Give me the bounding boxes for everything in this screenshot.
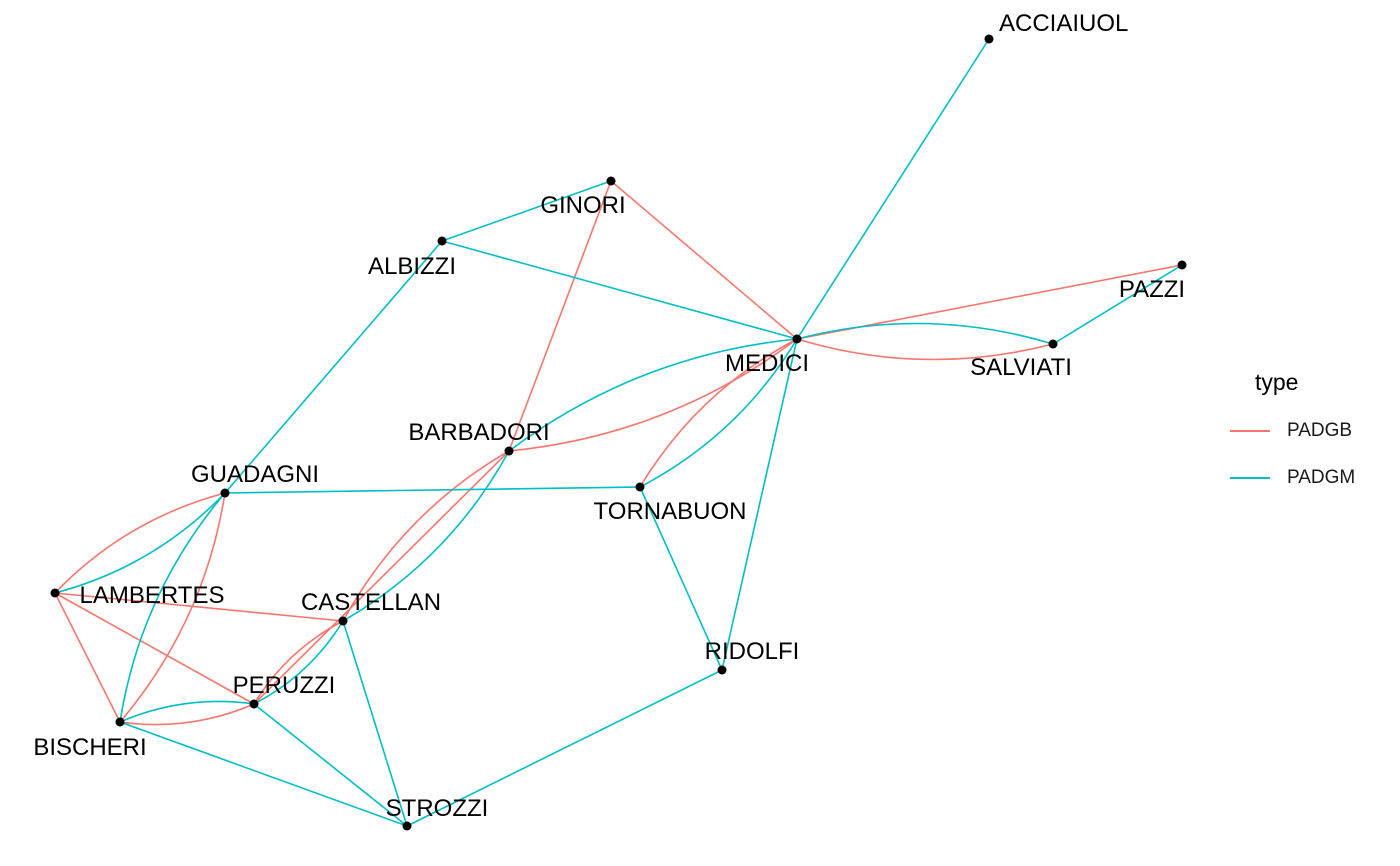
node-acciaiuol: [984, 34, 994, 44]
node-castellan: [338, 616, 348, 626]
edge-padgm-acciaiuol-medici: [796, 38, 990, 340]
legend-label-padgm: PADGM: [1287, 467, 1356, 488]
legend-swatch-padgm: [1230, 477, 1270, 479]
node-label-tornabuon: TORNABUON: [594, 498, 747, 525]
edge-padgm-guadagni-lambertes: [54, 492, 226, 594]
edge-padgb-bischeri-peruzzi: [119, 703, 255, 726]
node-label-ginori: GINORI: [540, 192, 625, 219]
edge-padgm-albizzi-medici: [441, 240, 798, 340]
node-peruzzi: [249, 699, 259, 709]
legend-swatch-padgb: [1230, 430, 1270, 432]
legend-title: type: [1255, 369, 1299, 395]
node-label-albizzi: ALBIZZI: [368, 253, 456, 280]
edge-padgm-tornabuon-ridolfi: [639, 486, 723, 671]
edge-layer: [54, 38, 1183, 827]
edge-padgm-peruzzi-strozzi: [253, 703, 408, 827]
node-strozzi: [402, 821, 412, 831]
node-label-medici: MEDICI: [725, 350, 809, 377]
edge-padgm-bischeri-peruzzi: [119, 700, 255, 723]
edge-padgb-guadagni-bischeri: [119, 492, 226, 723]
node-salviati: [1048, 339, 1058, 349]
edge-padgb-medici-tornabuon: [639, 338, 798, 488]
node-albizzi: [437, 236, 447, 246]
node-medici: [792, 334, 802, 344]
legend-label-padgb: PADGB: [1287, 420, 1353, 441]
edge-padgm-salviati-pazzi: [1052, 264, 1183, 345]
node-layer: [50, 34, 1187, 831]
edge-padgm-castellan-peruzzi: [253, 620, 344, 705]
node-barbadori: [504, 446, 514, 456]
node-bischeri: [115, 717, 125, 727]
edge-padgb-ginori-barbadori: [508, 180, 612, 452]
edge-padgb-medici-salviati: [796, 338, 1054, 361]
legend-item-padgb: PADGB: [1227, 417, 1397, 445]
edge-padgb-ginori-medici: [610, 180, 798, 340]
node-guadagni: [220, 488, 230, 498]
edge-padgb-lambertes-bischeri: [54, 592, 121, 723]
edge-padgm-guadagni-bischeri: [119, 492, 226, 723]
node-label-strozzi: STROZZI: [386, 795, 489, 822]
edge-padgm-medici-salviati: [796, 322, 1054, 345]
node-ginori: [606, 176, 616, 186]
legend-item-padgm: PADGM: [1227, 464, 1397, 492]
edge-padgb-lambertes-peruzzi: [54, 592, 255, 705]
node-label-pazzi: PAZZI: [1119, 276, 1185, 303]
edge-padgm-medici-barbadori: [508, 338, 798, 452]
edge-padgb-barbadori-peruzzi: [253, 450, 510, 705]
node-tornabuon: [635, 482, 645, 492]
label-layer: ACCIAIUOL ALBIZZI BARBADORI BISCHERI CASTELL…: [33, 10, 1185, 822]
edge-padgm-medici-tornabuon: [639, 338, 798, 488]
node-label-lambertes: LAMBERTES: [80, 582, 225, 609]
node-label-acciaiuol: ACCIAIUOL: [999, 10, 1128, 37]
node-label-barbadori: BARBADORI: [408, 419, 549, 446]
edge-padgm-barbadori-castellan: [342, 450, 510, 622]
edge-padgm-castellan-strozzi: [342, 620, 408, 827]
edge-padgm-ginori-albizzi: [441, 180, 612, 242]
legend: type PADGB PADGM: [1227, 366, 1397, 506]
node-label-salviati: SALVIATI: [970, 354, 1072, 381]
node-lambertes: [50, 588, 60, 598]
edge-padgb-medici-barbadori: [508, 338, 798, 452]
edge-padgm-medici-ridolfi: [721, 338, 798, 671]
edge-padgb-barbadori-castellan: [342, 450, 510, 622]
node-label-bischeri: BISCHERI: [33, 734, 146, 761]
node-pazzi: [1177, 260, 1187, 270]
node-label-peruzzi: PERUZZI: [233, 672, 336, 699]
edge-padgm-guadagni-tornabuon: [224, 486, 641, 494]
edge-padgm-bischeri-strozzi: [119, 721, 408, 827]
node-label-guadagni: GUADAGNI: [191, 461, 319, 488]
node-label-ridolfi: RIDOLFI: [705, 638, 800, 665]
edge-padgm-albizzi-guadagni: [224, 240, 443, 494]
node-label-castellan: CASTELLAN: [301, 589, 441, 616]
node-ridolfi: [717, 665, 727, 675]
edge-padgm-ridolfi-strozzi: [406, 669, 723, 827]
edge-padgb-castellan-peruzzi: [253, 620, 344, 705]
edge-padgb-castellan-lambertes: [54, 592, 344, 622]
edge-padgb-lambertes-guadagni: [54, 492, 226, 594]
